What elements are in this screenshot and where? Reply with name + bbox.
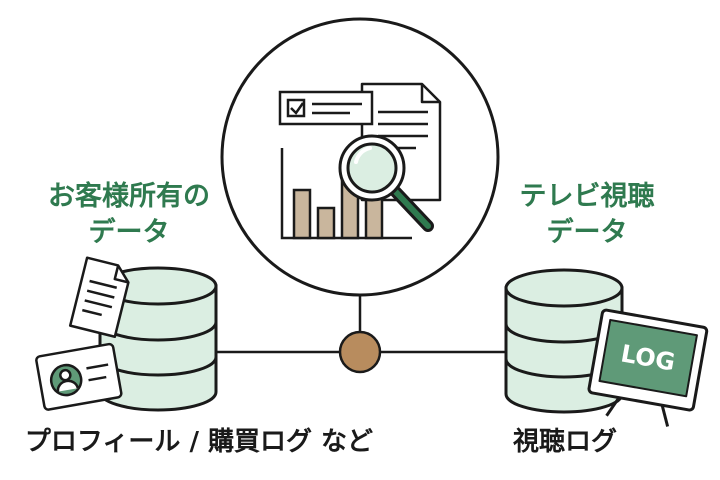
hub-node-icon: [338, 330, 382, 374]
bar: [316, 206, 336, 240]
magnifier-icon: [338, 134, 434, 232]
database-icon: [98, 266, 218, 412]
left-heading-line2: データ: [88, 217, 170, 248]
right-caption: 視聴ログ: [512, 427, 617, 457]
right-heading-line1: テレビ視聴: [519, 181, 655, 212]
left-heading-line1: お客様所有の: [48, 181, 210, 212]
bar: [292, 188, 312, 240]
checklist-icon: [278, 90, 374, 126]
right-heading-line2: データ: [546, 217, 628, 248]
left-caption: プロフィール / 購買ログ など: [24, 427, 374, 457]
document-icon: [68, 256, 130, 339]
magnifier-chart-icon: [220, 17, 500, 297]
tv-icon: [587, 308, 709, 427]
id-card-icon: [35, 342, 123, 411]
